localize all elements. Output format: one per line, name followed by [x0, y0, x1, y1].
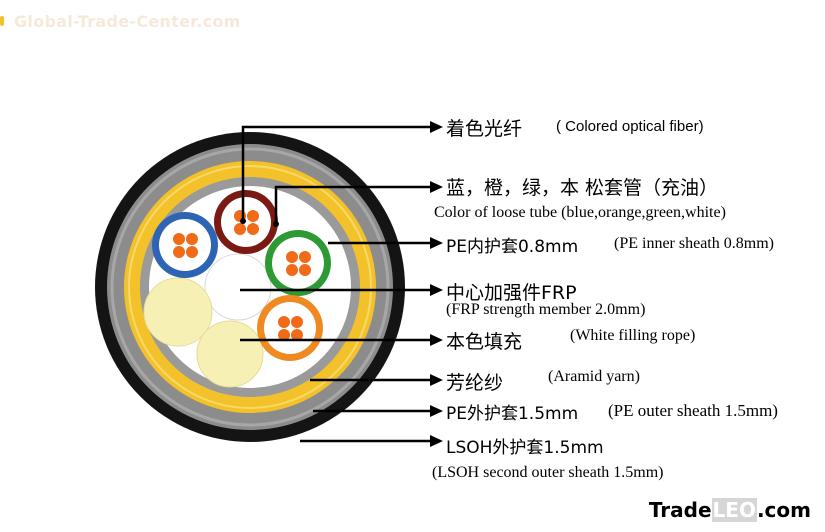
label-outer-sheath-cn: PE外护套1.5mm: [446, 404, 579, 424]
label-outer-sheath-en: (PE outer sheath 1.5mm): [608, 401, 778, 420]
label-filling-cn: 本色填充: [446, 331, 523, 353]
label-lsoh-cn: LSOH外护套1.5mm: [446, 438, 604, 458]
filling-rope: [196, 320, 264, 388]
leader-loose-tube: [274, 185, 432, 224]
label-colored-fiber-cn: 着色光纤: [446, 118, 523, 140]
label-loose-tube-en: Color of loose tube (blue,orange,green,w…: [434, 204, 726, 221]
label-loose-tube-cn: 蓝，橙，绿，本 松套管（充油）: [446, 177, 719, 199]
loose-tube-orange: [257, 295, 323, 361]
loose-tube-red: [214, 190, 278, 254]
watermark-mark: [0, 16, 4, 26]
label-inner-sheath-cn: PE内护套0.8mm: [446, 237, 579, 257]
label-aramid-cn: 芳纶纱: [446, 372, 504, 394]
watermark-text: Global-Trade-Center.com: [14, 12, 241, 31]
label-colored-fiber-en: ( Colored optical fiber): [556, 118, 704, 135]
label-frp-cn: 中心加强件FRP: [446, 282, 577, 304]
loose-tube-blue: [152, 212, 218, 278]
brand-watermark: TradeLEO.com: [649, 498, 811, 522]
brand-mid: LEO: [711, 498, 757, 522]
label-aramid-en: (Aramid yarn): [548, 368, 640, 385]
frp-strength-member: [204, 253, 272, 321]
leader-colored-fiber: [241, 125, 432, 220]
loose-tube-green: [265, 230, 331, 296]
label-filling-en: (White filling rope): [570, 327, 696, 344]
label-inner-sheath-en: (PE inner sheath 0.8mm): [614, 235, 774, 252]
label-lsoh-en: (LSOH second outer sheath 1.5mm): [432, 464, 664, 481]
filling-rope: [143, 277, 213, 347]
label-frp-en: (FRP strength member 2.0mm): [446, 301, 646, 318]
brand-post: .com: [756, 498, 811, 522]
brand-pre: Trade: [648, 498, 712, 522]
